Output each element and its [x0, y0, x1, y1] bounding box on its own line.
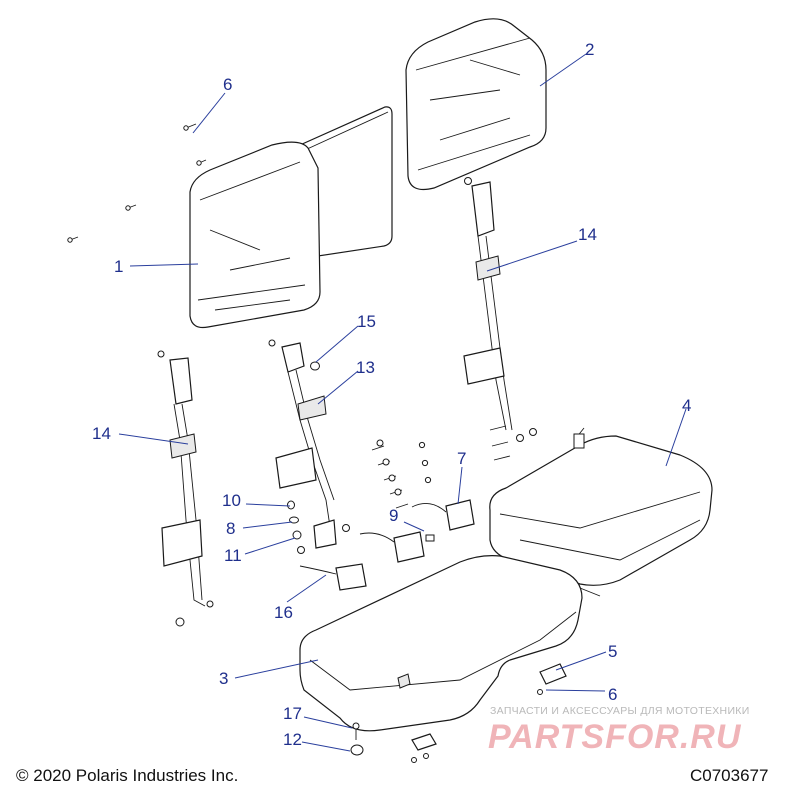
callout-3: 3 [219, 669, 229, 688]
seat-back-right [405, 18, 547, 191]
fastener-17-12 [350, 722, 364, 756]
callout-17: 17 [283, 704, 302, 723]
callout-6-bottom: 6 [608, 685, 618, 704]
callout-2: 2 [585, 40, 595, 59]
seat-belt-right [463, 177, 537, 442]
callout-5: 5 [608, 642, 618, 661]
callout-14-left: 14 [92, 424, 111, 443]
buckle-9 [359, 531, 435, 563]
seat-back-left [189, 106, 393, 329]
drawing-number: C0703677 [690, 766, 769, 785]
leader-lines [118, 53, 687, 752]
callout-1: 1 [114, 257, 124, 276]
screws-group-top [67, 123, 207, 243]
callout-10: 10 [222, 491, 241, 510]
callout-8: 8 [226, 519, 236, 538]
seat-belt-center [268, 339, 350, 549]
buckle-7 [411, 499, 475, 531]
callout-9: 9 [389, 506, 399, 525]
callout-6-top: 6 [223, 75, 233, 94]
callout-16: 16 [274, 603, 293, 622]
callout-12: 12 [283, 730, 302, 749]
watermark-tagline: ЗАПЧАСТИ И АКСЕССУАРЫ ДЛЯ МОТОТЕХНИКИ [490, 705, 750, 717]
hardware-cluster-left [287, 500, 305, 554]
bracket-lower [411, 733, 437, 763]
copyright-text: © 2020 Polaris Industries Inc. [16, 766, 239, 785]
callout-11: 11 [224, 546, 242, 565]
callout-4: 4 [682, 396, 692, 415]
watermark-logo: PARTSFOR.RU [488, 718, 742, 756]
callout-15: 15 [357, 312, 376, 331]
seat-belt-left [157, 350, 214, 627]
seat-cushion-left [299, 555, 583, 732]
callout-7: 7 [457, 449, 467, 468]
callout-13: 13 [356, 358, 375, 377]
callout-14-right: 14 [578, 225, 597, 244]
seat-cushion-right [489, 427, 713, 597]
hardware-cluster-middle [371, 425, 511, 509]
buckle-16 [299, 563, 367, 591]
